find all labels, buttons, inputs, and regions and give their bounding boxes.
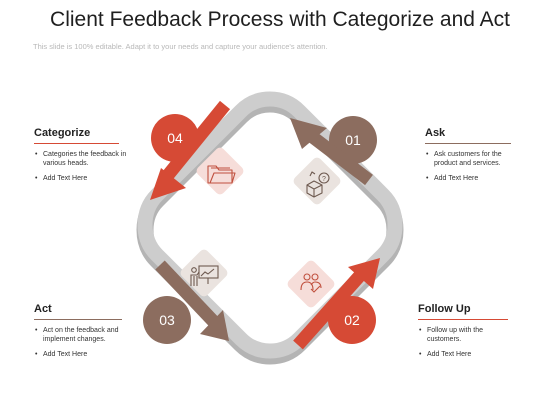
svg-text:?: ? <box>322 176 326 183</box>
step-03-arrow-head <box>200 310 229 341</box>
step-act-block: Act Act on the feedback and implement ch… <box>34 303 152 365</box>
step-03-marker <box>143 260 229 344</box>
step-04-arrow-shaft <box>158 100 231 185</box>
step-01-arrow-shaft <box>302 126 373 186</box>
step-ask-block: Ask Ask customers for the product and se… <box>425 127 543 189</box>
people-check-icon <box>300 273 322 293</box>
step-ask-bullet: Add Text Here <box>425 174 543 183</box>
page-subtitle: This slide is 100% editable. Adapt it to… <box>33 42 328 51</box>
step-follow-up-bullet: Follow up with the customers. <box>418 326 511 344</box>
step-act-bullet: Act on the feedback and implement change… <box>34 326 139 344</box>
step-act-bullet: Add Text Here <box>34 350 152 359</box>
step-02-arrow-shaft <box>293 266 369 350</box>
step-categorize-bullet: Categories the feedback in various heads… <box>34 150 139 168</box>
step-follow-up-heading: Follow Up <box>418 303 471 315</box>
step-ask-bullet: Ask customers for the product and servic… <box>425 150 526 168</box>
step-act-heading: Act <box>34 303 52 315</box>
step-categorize-bullet: Add Text Here <box>34 174 152 183</box>
process-ring <box>137 91 403 359</box>
tile-product-question <box>293 157 341 205</box>
step-categorize-divider <box>34 143 119 144</box>
presentation-icon <box>190 265 219 286</box>
step-02-marker <box>293 258 380 350</box>
step-follow-up-divider <box>418 319 508 320</box>
step-03-arrow-shaft <box>155 260 219 327</box>
step-03-circle <box>143 296 191 344</box>
step-02-arrow-head <box>348 258 380 289</box>
page-title: Client Feedback Process with Categorize … <box>50 8 510 31</box>
product-question-icon: ? <box>306 171 330 198</box>
step-follow-up-block: Follow Up Follow up with the customers. … <box>418 303 536 365</box>
step-follow-up-bullet: Add Text Here <box>418 350 536 359</box>
step-categorize-heading: Categorize <box>34 127 91 139</box>
step-01-marker <box>290 116 377 186</box>
step-act-divider <box>34 319 122 320</box>
step-ask-heading: Ask <box>425 127 446 139</box>
step-ask-divider <box>425 143 511 144</box>
folder-icon <box>207 165 236 184</box>
step-01-number: 01 <box>345 132 361 148</box>
step-02-circle <box>328 296 376 344</box>
step-04-marker <box>150 100 231 200</box>
step-04-arrow-head <box>150 168 186 200</box>
step-01-arrow-head <box>290 118 327 149</box>
step-03-number: 03 <box>159 312 175 328</box>
step-02-number: 02 <box>344 312 360 328</box>
step-04-number: 04 <box>167 130 183 146</box>
step-categorize-block: Categorize Categories the feedback in va… <box>34 127 152 189</box>
